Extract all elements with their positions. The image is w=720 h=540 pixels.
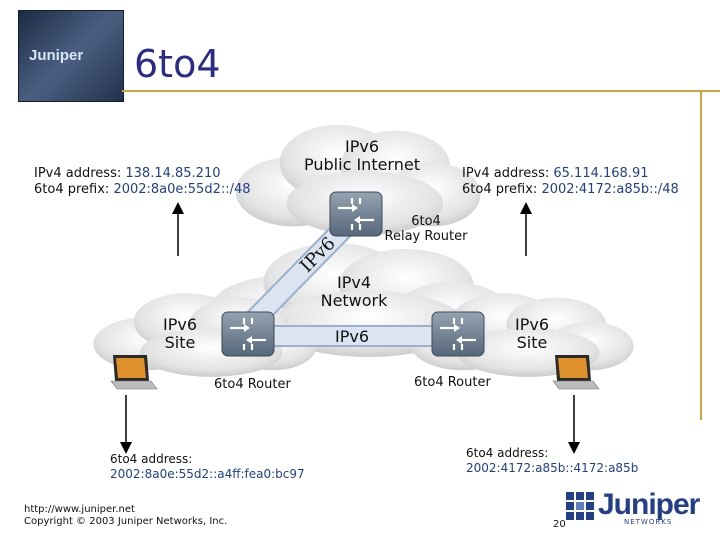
right-prefix-value: 2002:4172:a85b::/48 <box>541 182 679 197</box>
header-rule <box>122 90 720 92</box>
right-prefix-label: 6to4 prefix: <box>462 182 538 197</box>
relay-line1: 6to4 <box>411 214 441 229</box>
right-ipv4-block: IPv4 address: 65.114.168.91 6to4 prefix:… <box>462 166 679 198</box>
right-ipv4-value: 65.114.168.91 <box>553 166 649 181</box>
footer-copyright: Copyright © 2003 Juniper Networks, Inc. <box>24 516 228 527</box>
slide-title: 6to4 <box>134 42 221 86</box>
footer: http://www.juniper.net Copyright © 2003 … <box>24 504 227 528</box>
ipv4-network-line2: Network <box>320 291 388 310</box>
side-rule <box>700 90 702 420</box>
left-site-label: IPv6 Site <box>152 316 208 352</box>
horizontal-tunnel-label: IPv6 <box>334 327 369 346</box>
header-photo: Juniper <box>18 10 124 102</box>
left-site-line1: IPv6 <box>162 315 197 334</box>
right-router-label: 6to4 Router <box>414 375 491 390</box>
footer-url: http://www.juniper.net <box>24 504 135 515</box>
juniper-logo-text: Juniper <box>598 488 700 521</box>
left-prefix-label: 6to4 prefix: <box>34 182 110 197</box>
right-address-value: 2002:4172:a85b::4172:a85b <box>466 461 639 475</box>
right-site-line1: IPv6 <box>514 315 549 334</box>
left-address-block: 6to4 address: 2002:8a0e:55d2::a4ff:fea0:… <box>110 452 305 482</box>
juniper-logo-subtext: NETWORKS <box>624 518 673 526</box>
photo-logo-text: Juniper <box>29 47 84 64</box>
page-number: 20 <box>553 519 566 530</box>
left-router-icon <box>220 310 276 358</box>
relay-router-icon <box>328 190 384 238</box>
juniper-logo-mark <box>566 492 594 520</box>
right-site-label: IPv6 Site <box>504 316 560 352</box>
right-router-icon <box>430 310 486 358</box>
left-address-value: 2002:8a0e:55d2::a4ff:fea0:bc97 <box>110 467 305 481</box>
left-ipv4-value: 138.14.85.210 <box>125 166 221 181</box>
relay-router-label: 6to4 Relay Router <box>383 214 469 244</box>
ipv4-network-label: IPv4 Network <box>306 274 402 310</box>
relay-line2: Relay Router <box>384 229 468 244</box>
right-address-label: 6to4 address: <box>466 446 549 460</box>
ipv6-tunnel-diagonal <box>241 211 361 333</box>
ipv4-network-line1: IPv4 <box>336 273 371 292</box>
left-site-line2: Site <box>164 333 196 352</box>
left-ipv4-label: IPv4 address: <box>34 166 122 181</box>
left-router-label: 6to4 Router <box>214 377 291 392</box>
public-internet-line1: IPv6 <box>344 137 379 156</box>
left-address-label: 6to4 address: <box>110 452 193 466</box>
left-ipv4-block: IPv4 address: 138.14.85.210 6to4 prefix:… <box>34 166 251 198</box>
left-prefix-value: 2002:8a0e:55d2::/48 <box>113 182 251 197</box>
right-ipv4-label: IPv4 address: <box>462 166 550 181</box>
right-site-line2: Site <box>516 333 548 352</box>
public-internet-line2: Public Internet <box>304 155 420 174</box>
public-internet-label: IPv6 Public Internet <box>290 138 434 174</box>
right-address-block: 6to4 address: 2002:4172:a85b::4172:a85b <box>466 446 638 476</box>
